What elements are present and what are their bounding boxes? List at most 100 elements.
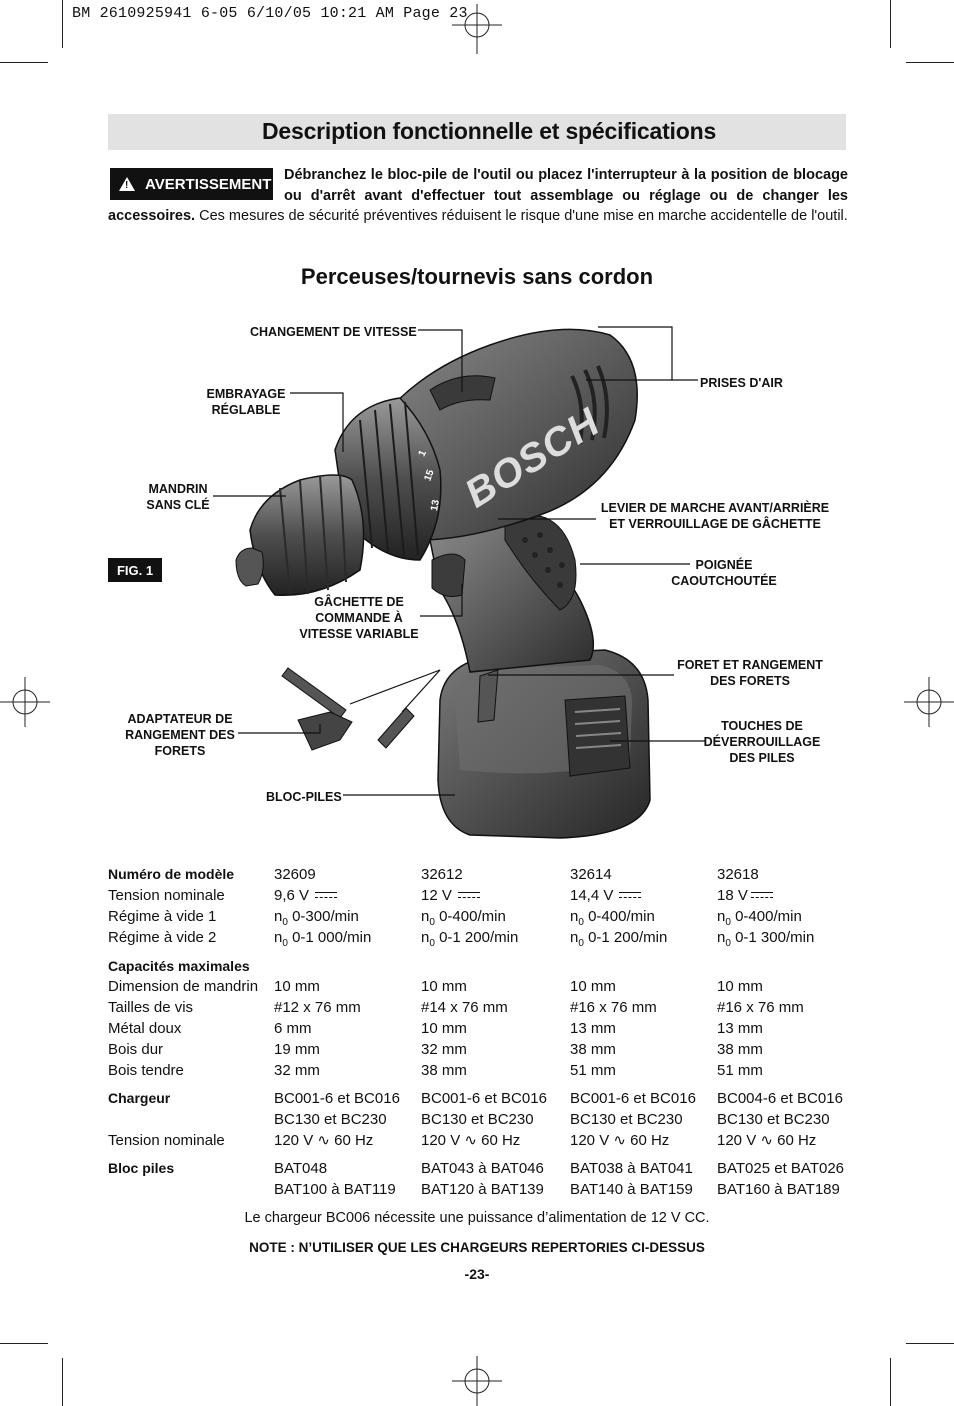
row-label-metal: Métal doux bbox=[108, 1020, 182, 1037]
row-label-capacities: Capacités maximales bbox=[108, 958, 250, 974]
registration-mark-right bbox=[904, 677, 954, 727]
cell-charger1: BC001-6 et BC016 bbox=[421, 1090, 547, 1107]
dc-symbol-icon bbox=[619, 891, 642, 901]
warning-icon: ! bbox=[119, 177, 135, 191]
drill-illustration bbox=[235, 328, 651, 839]
figure-label: FIG. 1 bbox=[108, 558, 162, 582]
cell-voltage: 12 V bbox=[421, 885, 480, 906]
cell-voltage: 9,6 V bbox=[274, 885, 338, 906]
cell-voltage: 18 V bbox=[717, 885, 773, 906]
cell-speed1: n0 0-400/min bbox=[570, 908, 655, 928]
cell-battery1: BAT043 à BAT046 bbox=[421, 1160, 544, 1177]
row-label-hardwood: Bois dur bbox=[108, 1041, 164, 1058]
cell-chuck: 10 mm bbox=[421, 978, 467, 995]
cell-metal: 13 mm bbox=[717, 1020, 763, 1037]
cell-hardwood: 38 mm bbox=[570, 1041, 616, 1058]
crop-mark bbox=[62, 1358, 63, 1406]
row-label-chuck: Dimension de mandrin bbox=[108, 978, 259, 995]
cell-hardwood: 38 mm bbox=[717, 1041, 763, 1058]
cell-model: 32614 bbox=[570, 866, 612, 883]
row-label-charger-voltage: Tension nominale bbox=[108, 1132, 225, 1149]
section-subtitle: Perceuses/tournevis sans cordon bbox=[300, 264, 654, 289]
cell-speed1: n0 0-400/min bbox=[717, 908, 802, 928]
cell-softwood: 51 mm bbox=[570, 1062, 616, 1079]
row-label-speed1: Régime à vide 1 bbox=[108, 908, 217, 925]
cell-charger-voltage: 120 V ∿ 60 Hz bbox=[570, 1132, 670, 1149]
warning-regular: Ces mesures de sécurité préventives rédu… bbox=[195, 208, 848, 224]
cell-charger2: BC130 et BC230 bbox=[570, 1111, 683, 1128]
cell-charger2: BC130 et BC230 bbox=[274, 1111, 387, 1128]
cell-chuck: 10 mm bbox=[570, 978, 616, 995]
cell-screw: #16 x 76 mm bbox=[717, 999, 804, 1016]
cell-voltage: 14,4 V bbox=[570, 885, 642, 906]
cell-charger1: BC001-6 et BC016 bbox=[570, 1090, 696, 1107]
cell-battery2: BAT140 à BAT159 bbox=[570, 1181, 693, 1198]
row-label-battery: Bloc piles bbox=[108, 1160, 175, 1176]
cell-metal: 13 mm bbox=[570, 1020, 616, 1037]
cell-charger1: BC001-6 et BC016 bbox=[274, 1090, 400, 1107]
cell-battery1: BAT048 bbox=[274, 1160, 328, 1177]
cell-softwood: 38 mm bbox=[421, 1062, 467, 1079]
cell-hardwood: 32 mm bbox=[421, 1041, 467, 1058]
cell-battery2: BAT120 à BAT139 bbox=[421, 1181, 544, 1198]
page-number: -23- bbox=[464, 1266, 490, 1282]
cell-speed1: n0 0-300/min bbox=[274, 908, 359, 928]
row-label-model: Numéro de modèle bbox=[108, 866, 235, 882]
row-label-speed2: Régime à vide 2 bbox=[108, 929, 217, 946]
cell-metal: 10 mm bbox=[421, 1020, 467, 1037]
charger-footnote: Le chargeur BC006 nécessite une puissanc… bbox=[244, 1210, 710, 1226]
dc-symbol-icon bbox=[315, 891, 338, 901]
dc-symbol-icon bbox=[750, 891, 773, 901]
crop-mark bbox=[890, 0, 891, 48]
charger-note: NOTE : N’UTILISER QUE LES CHARGEURS REPE… bbox=[249, 1240, 705, 1255]
page-title: Description fonctionnelle et spécificati… bbox=[262, 118, 717, 144]
crop-mark bbox=[62, 0, 63, 48]
ac-symbol-icon: ∿ bbox=[317, 1132, 330, 1149]
label-vents: PRISES D'AIR bbox=[700, 376, 783, 390]
cell-charger-voltage: 120 V ∿ 60 Hz bbox=[717, 1132, 817, 1149]
cell-hardwood: 19 mm bbox=[274, 1041, 320, 1058]
cell-metal: 6 mm bbox=[274, 1020, 312, 1037]
cell-chuck: 10 mm bbox=[274, 978, 320, 995]
registration-mark-bottom bbox=[452, 1356, 502, 1406]
registration-mark-left bbox=[0, 677, 50, 727]
cell-softwood: 51 mm bbox=[717, 1062, 763, 1079]
cell-charger-voltage: 120 V ∿ 60 Hz bbox=[274, 1132, 374, 1149]
title-bar bbox=[108, 114, 846, 150]
cell-battery1: BAT025 et BAT026 bbox=[717, 1160, 845, 1177]
dc-symbol-icon bbox=[457, 891, 480, 901]
cell-speed2: n0 0-1 200/min bbox=[570, 929, 668, 949]
cell-screw: #14 x 76 mm bbox=[421, 999, 508, 1016]
warning-bold: Débranchez le bloc-pile de l'outil ou pl… bbox=[108, 167, 848, 224]
crop-mark bbox=[0, 62, 48, 63]
cell-screw: #16 x 76 mm bbox=[570, 999, 657, 1016]
registration-mark-top bbox=[452, 4, 502, 54]
cell-speed2: n0 0-1 300/min bbox=[717, 929, 815, 949]
warning-badge-label: AVERTISSEMENT bbox=[145, 175, 272, 193]
cell-charger2: BC130 et BC230 bbox=[421, 1111, 534, 1128]
cell-charger1: BC004-6 et BC016 bbox=[717, 1090, 843, 1107]
warning-text: Débranchez le bloc-pile de l'outil ou pl… bbox=[108, 165, 848, 227]
crop-mark bbox=[890, 1358, 891, 1406]
row-label-screw: Tailles de vis bbox=[108, 999, 194, 1016]
ac-symbol-icon: ∿ bbox=[613, 1132, 626, 1149]
cell-model: 32609 bbox=[274, 866, 316, 883]
cell-model: 32612 bbox=[421, 866, 463, 883]
row-label-charger: Chargeur bbox=[108, 1090, 171, 1106]
warning-badge: ! AVERTISSEMENT bbox=[110, 168, 273, 200]
print-header: BM 2610925941 6-05 6/10/05 10:21 AM Page… bbox=[72, 5, 468, 22]
cell-speed2: n0 0-1 000/min bbox=[274, 929, 372, 949]
ac-symbol-icon: ∿ bbox=[760, 1132, 773, 1149]
cell-charger-voltage: 120 V ∿ 60 Hz bbox=[421, 1132, 521, 1149]
row-label-softwood: Bois tendre bbox=[108, 1062, 184, 1079]
cell-battery2: BAT160 à BAT189 bbox=[717, 1181, 840, 1198]
cell-softwood: 32 mm bbox=[274, 1062, 320, 1079]
